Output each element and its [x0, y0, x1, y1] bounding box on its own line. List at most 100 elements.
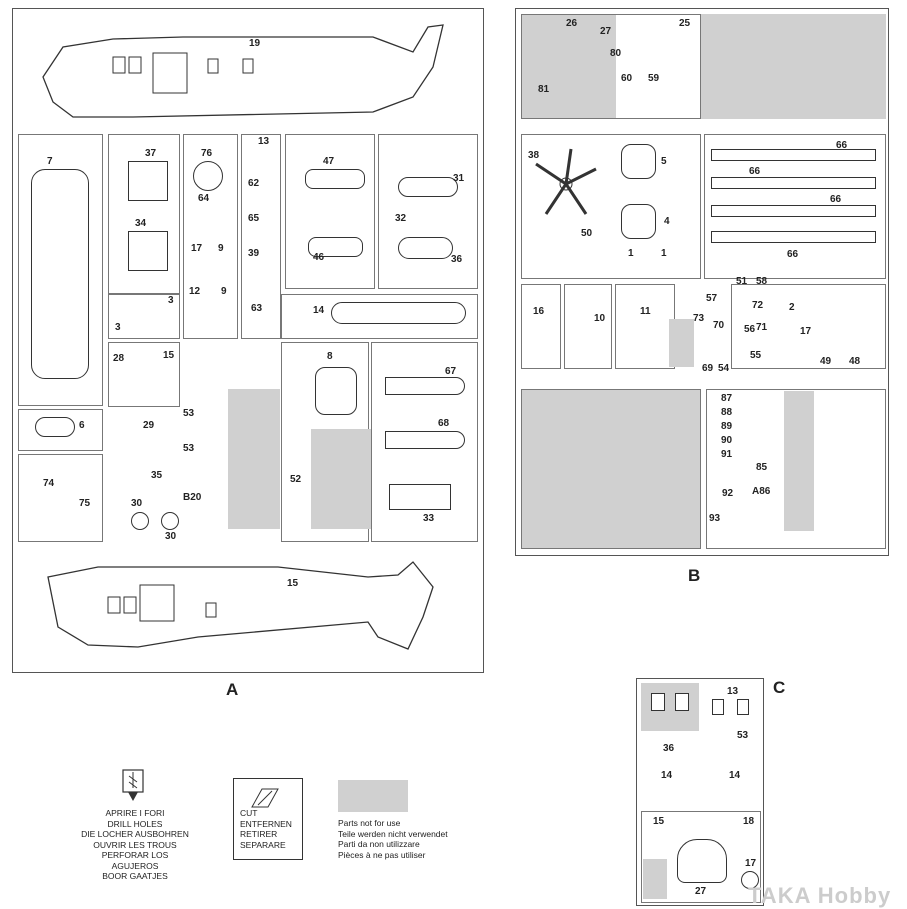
part-68	[385, 431, 465, 449]
part-label: 35	[151, 470, 163, 481]
not-used-legend-text: Parts not for use Teile werden nicht ver…	[338, 818, 448, 860]
part-label: 3	[115, 322, 121, 333]
window-part	[675, 693, 689, 711]
window-part	[712, 699, 724, 715]
rotor-part-38	[535, 148, 597, 215]
unused-parts-shade	[641, 683, 699, 731]
sprue-a-cell-47-46	[285, 134, 375, 289]
part-label: 64	[198, 193, 210, 204]
cut-legend-box	[233, 778, 303, 860]
part-label: 9	[221, 286, 227, 297]
part-label: 28	[113, 353, 125, 364]
unused-parts-shade	[669, 319, 694, 367]
wheel-part-30	[161, 512, 179, 530]
part-label: 19	[249, 38, 261, 49]
part-label: 53	[737, 730, 749, 741]
sprue-a-cell-6	[18, 409, 103, 451]
part-label: 70	[713, 320, 725, 331]
part-label: 58	[756, 276, 768, 287]
sprue-letter-c: C	[773, 678, 786, 697]
sprue-b-frame: 26 27 25 80 81 60 59 38 5 4 50 1 1 66 66…	[515, 8, 889, 556]
part-label: 33	[423, 513, 435, 524]
part-67	[385, 377, 465, 395]
part-4	[621, 204, 656, 239]
sprue-c-frame: 13 53 36 14 14 15 18 17 27	[636, 678, 764, 906]
part-label: 17	[745, 858, 757, 869]
part-label: 69	[702, 363, 714, 374]
panel-part-34	[128, 231, 168, 271]
drill-holes-legend-text: APRIRE I FORI DRILL HOLES DIE LOCHER AUS…	[81, 808, 189, 881]
part-label: 88	[721, 407, 733, 418]
part-label: 12	[189, 286, 201, 297]
part-label: 54	[718, 363, 730, 374]
part-31	[398, 177, 458, 197]
part-label: 7	[47, 156, 53, 167]
part-label: 8	[327, 351, 333, 362]
fuselage-half-19	[42, 24, 444, 118]
part-label: 72	[752, 300, 764, 311]
part-label: 51	[736, 276, 748, 287]
part-label: A86	[752, 486, 771, 497]
sprue-a-cell-14	[281, 294, 478, 339]
sprue-b-cell-top	[521, 14, 701, 119]
part-label: 71	[756, 322, 768, 333]
disc-part-17	[741, 871, 759, 889]
part-label: 36	[663, 743, 675, 754]
part-label: 13	[727, 686, 739, 697]
part-label: 87	[721, 393, 733, 404]
part-label: 15	[287, 578, 299, 589]
part-label: 25	[679, 18, 691, 29]
part-label: 14	[313, 305, 325, 316]
sprue-b-cell-bottom-left	[521, 389, 701, 549]
part-label: 29	[143, 420, 155, 431]
unused-parts-shade	[701, 14, 886, 119]
part-label: 36	[451, 254, 463, 265]
part-label: 68	[438, 418, 450, 429]
unused-parts-shade	[521, 14, 616, 119]
sprue-letter-b: B	[688, 566, 701, 585]
sprue-letter-a: A	[226, 680, 239, 699]
part-label: 81	[538, 84, 550, 95]
blade-part-66	[711, 205, 876, 217]
sprue-a-cell-31-36	[378, 134, 478, 289]
part-label: 15	[163, 350, 175, 361]
part-label: 16	[533, 306, 545, 317]
part-label: 49	[820, 356, 832, 367]
part-label: 14	[661, 770, 673, 781]
unused-parts-shade	[311, 429, 371, 529]
part-label: 3	[168, 295, 174, 306]
sprue-a-cell-small-parts	[241, 134, 281, 339]
part-label: 4	[664, 216, 670, 227]
part-label: B20	[183, 492, 202, 503]
part-label: 75	[79, 498, 91, 509]
blade-part-66	[711, 177, 876, 189]
cut-legend-text: CUT ENTFERNEN RETIRER SEPARARE	[240, 808, 292, 850]
rail-part-14	[331, 302, 466, 324]
part-label: 27	[600, 26, 612, 37]
part-label: 39	[248, 248, 260, 259]
sprue-b-cell-10	[564, 284, 612, 369]
part-label: 91	[721, 449, 733, 460]
part-label: 30	[131, 498, 143, 509]
part-label: 46	[313, 252, 325, 263]
part-label: 17	[800, 326, 812, 337]
disc-part-76	[193, 161, 223, 191]
part-label: 92	[722, 488, 734, 499]
part-label: 62	[248, 178, 260, 189]
part-label: 66	[836, 140, 848, 151]
watermark: TAKA Hobby	[748, 883, 892, 908]
sprue-a-cell-37-34	[108, 134, 180, 294]
part-label: 55	[750, 350, 762, 361]
sprue-a-cell-28-15	[108, 342, 180, 407]
part-label: 57	[706, 293, 718, 304]
sprue-a-cell-76	[183, 134, 238, 339]
part-label: 27	[695, 886, 707, 897]
part-label: 26	[566, 18, 578, 29]
part-label: 18	[743, 816, 755, 827]
window-part	[737, 699, 749, 715]
part-47	[305, 169, 365, 189]
part-label: 48	[849, 356, 861, 367]
part-label: 93	[709, 513, 721, 524]
part-6	[35, 417, 75, 437]
sprue-a-frame: 19 7 37 76 13 47 31 62 34 64 65 32 39 46…	[12, 8, 484, 673]
